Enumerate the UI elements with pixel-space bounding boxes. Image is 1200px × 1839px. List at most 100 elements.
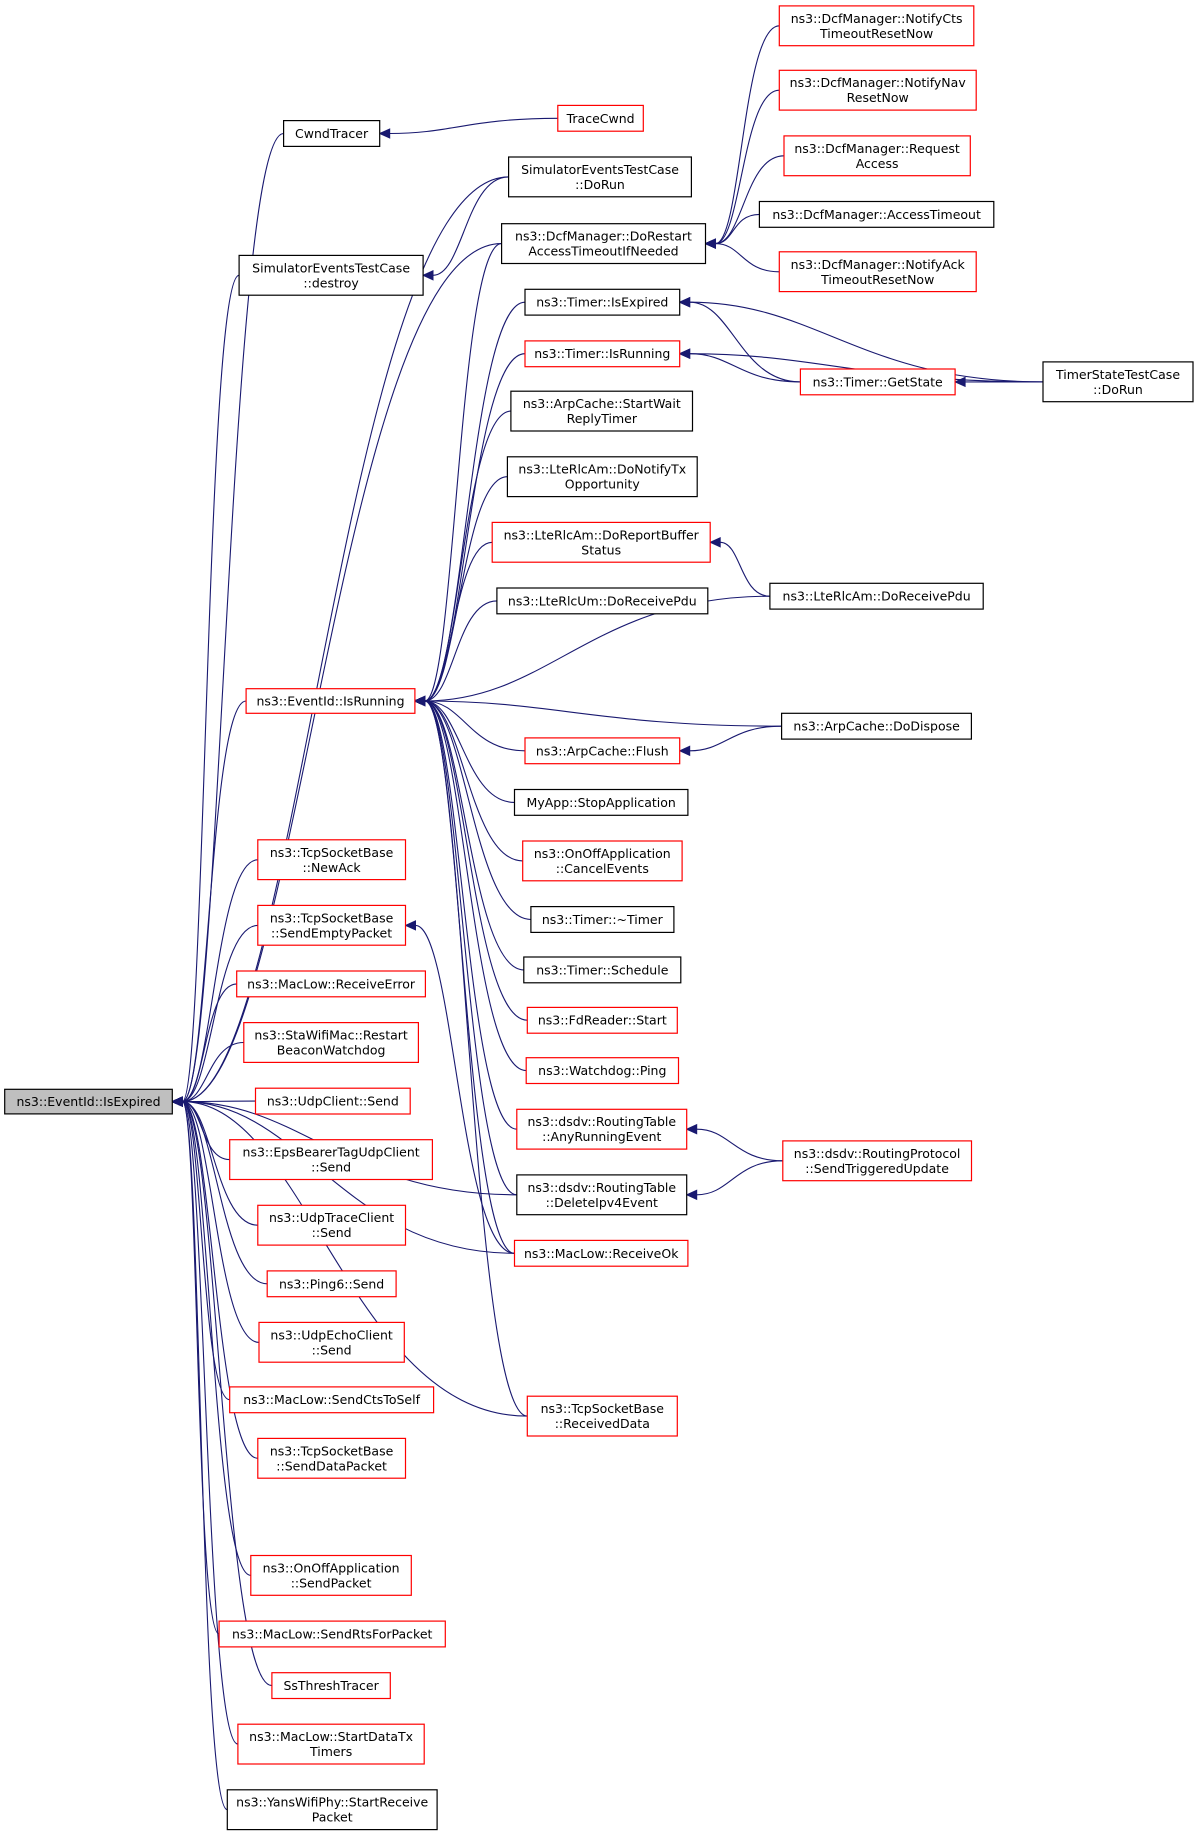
node-dcf-notifycts[interactable]: ns3::DcfManager::NotifyCtsTimeoutResetNo… — [778, 5, 975, 47]
node-simev-destroy[interactable]: SimulatorEventsTestCase::destroy — [238, 254, 424, 296]
node-dcf-notifyack[interactable]: ns3::DcfManager::NotifyAckTimeoutResetNo… — [778, 251, 977, 293]
node-onoff-sendpacket[interactable]: ns3::OnOffApplication::SendPacket — [250, 1554, 412, 1596]
edge-timer-getstate-to-timer-isrunning — [689, 353, 801, 383]
node-ssthresh[interactable]: SsThreshTracer — [271, 1672, 391, 1700]
node-label: TimerStateTestCase — [1055, 367, 1180, 382]
node-eps-send[interactable]: ns3::EpsBearerTagUdpClient::Send — [229, 1139, 433, 1181]
node-udpecho-send[interactable]: ns3::UdpEchoClient::Send — [258, 1321, 405, 1363]
node-arp-dodispose[interactable]: ns3::ArpCache::DoDispose — [780, 712, 972, 740]
node-label: ReplyTimer — [567, 411, 638, 426]
node-box — [769, 582, 984, 610]
node-box — [799, 368, 956, 396]
node-udpclient-send[interactable]: ns3::UdpClient::Send — [254, 1087, 411, 1115]
node-maclow-sendrts[interactable]: ns3::MacLow::SendRtsForPacket — [218, 1620, 446, 1648]
node-label: ns3::ArpCache::StartWait — [523, 396, 681, 411]
node-label: AccessTimeoutIfNeeded — [528, 244, 678, 259]
edge-maclow-receiveerror-to-ev-isexpired — [182, 983, 237, 1103]
node-label: MyApp::StopApplication — [527, 795, 676, 810]
node-label: BeaconWatchdog — [277, 1043, 386, 1058]
node-label: ns3::OnOffApplication — [534, 846, 671, 861]
node-udptrace-send[interactable]: ns3::UdpTraceClient::Send — [257, 1204, 407, 1246]
node-label: ns3::UdpTraceClient — [269, 1210, 394, 1225]
node-timer-isrunning[interactable]: ns3::Timer::IsRunning — [524, 340, 681, 368]
node-label: ::Send — [311, 1160, 351, 1175]
edge-lte-doreportbuffer-to-ev-isrunning — [424, 541, 493, 702]
node-arp-flush[interactable]: ns3::ArpCache::Flush — [524, 737, 681, 765]
node-dsdv-sendtriggered[interactable]: ns3::dsdv::RoutingProtocol::SendTriggere… — [782, 1140, 973, 1182]
node-label: ns3::YansWifiPhy::StartReceive — [236, 1795, 428, 1810]
node-tcp-receiveddata[interactable]: ns3::TcpSocketBase::ReceivedData — [526, 1395, 678, 1437]
node-label: ResetNow — [847, 90, 909, 105]
edge-arrowhead — [404, 920, 416, 931]
node-box — [524, 340, 681, 368]
node-label: ns3::EpsBearerTagUdpClient — [243, 1145, 420, 1160]
node-tcp-sendempty[interactable]: ns3::TcpSocketBase::SendEmptyPacket — [257, 904, 407, 946]
node-label: ns3::ArpCache::DoDispose — [793, 719, 960, 734]
edge-dcf-dorestart-to-ev-isrunning — [424, 243, 502, 702]
node-ev-isexpired[interactable]: ns3::EventId::IsExpired — [4, 1088, 173, 1115]
node-label: Status — [581, 542, 621, 557]
edge-timerstate-dorun-to-timer-isrunning — [689, 353, 1044, 383]
node-watchdog-ping[interactable]: ns3::Watchdog::Ping — [525, 1057, 680, 1085]
edge-dcf-notifycts-to-dcf-dorestart — [715, 25, 780, 245]
node-maclow-receiveok[interactable]: ns3::MacLow::ReceiveOk — [513, 1239, 689, 1267]
node-label: TimeoutResetNow — [819, 26, 933, 41]
node-box — [513, 1239, 689, 1267]
node-tcp-senddata[interactable]: ns3::TcpSocketBase::SendDataPacket — [257, 1437, 407, 1479]
node-box — [523, 956, 682, 984]
node-maclow-sendcts[interactable]: ns3::MacLow::SendCtsToSelf — [229, 1386, 435, 1414]
node-dsdv-deleteipv4[interactable]: ns3::dsdv::RoutingTable::DeleteIpv4Event — [516, 1174, 688, 1216]
node-label: ns3::Timer::IsRunning — [534, 346, 670, 361]
node-label: ns3::TcpSocketBase — [541, 1401, 665, 1416]
node-lteam-doreceivepdu[interactable]: ns3::LteRlcAm::DoReceivePdu — [769, 582, 984, 610]
edge-simev-dorun-to-ev-isexpired — [182, 176, 509, 1103]
node-label: ns3::Timer::Schedule — [536, 962, 668, 977]
node-tcp-newack[interactable]: ns3::TcpSocketBase::NewAck — [257, 839, 407, 881]
node-ping6-send[interactable]: ns3::Ping6::Send — [266, 1270, 397, 1298]
node-label: ns3::DcfManager::NotifyNav — [790, 75, 967, 90]
node-box — [510, 390, 694, 432]
node-lteum-doreceivepdu[interactable]: ns3::LteRlcUm::DoReceivePdu — [496, 587, 709, 615]
node-box — [257, 1204, 407, 1246]
edge-yans-startreceive-to-ev-isexpired — [181, 1101, 228, 1811]
node-box — [229, 1139, 433, 1181]
edge-arrowhead — [678, 296, 691, 308]
edge-tcp-senddata-to-ev-isexpired — [182, 1101, 258, 1459]
node-maclow-receiveerror[interactable]: ns3::MacLow::ReceiveError — [236, 970, 426, 998]
node-dsdv-anyrunning[interactable]: ns3::dsdv::RoutingTable::AnyRunningEvent — [516, 1108, 688, 1150]
edge-lteum-doreceivepdu-to-ev-isrunning — [424, 600, 497, 702]
node-label: ns3::Watchdog::Ping — [538, 1063, 666, 1078]
node-label: ::destroy — [303, 275, 359, 290]
node-timerstate-dorun[interactable]: TimerStateTestCase::DoRun — [1042, 361, 1194, 403]
edge-arp-dodispose-to-ev-isrunning — [424, 700, 782, 727]
node-box — [237, 1723, 425, 1765]
node-label: ns3::UdpClient::Send — [267, 1094, 399, 1109]
node-tracecwnd[interactable]: TraceCwnd — [557, 104, 644, 132]
node-dcf-accesstimeout[interactable]: ns3::DcfManager::AccessTimeout — [758, 200, 995, 228]
node-timer-isexpired[interactable]: ns3::Timer::IsExpired — [524, 288, 681, 316]
node-dcf-dorestart[interactable]: ns3::DcfManager::DoRestartAccessTimeoutI… — [501, 223, 707, 265]
node-label: ns3::UdpEchoClient — [270, 1327, 392, 1342]
node-box — [236, 970, 426, 998]
node-ev-isrunning[interactable]: ns3::EventId::IsRunning — [245, 688, 416, 714]
edge-maclow-receiveok-to-ev-isrunning — [424, 700, 515, 1254]
node-fdreader-start[interactable]: ns3::FdReader::Start — [526, 1006, 678, 1034]
node-label: ns3::MacLow::ReceiveError — [247, 976, 416, 991]
node-simev-dorun[interactable]: SimulatorEventsTestCase::DoRun — [508, 156, 693, 198]
node-label: ns3::DcfManager::NotifyCts — [791, 11, 963, 26]
node-cwndtracer[interactable]: CwndTracer — [283, 119, 381, 147]
node-label: ns3::DcfManager::AccessTimeout — [772, 207, 981, 222]
node-myapp-stop[interactable]: MyApp::StopApplication — [513, 788, 689, 816]
node-timer-getstate[interactable]: ns3::Timer::GetState — [799, 368, 956, 396]
node-timer-schedule[interactable]: ns3::Timer::Schedule — [523, 956, 682, 984]
node-timer-dtor[interactable]: ns3::Timer::~Timer — [530, 905, 675, 933]
node-onoff-cancel[interactable]: ns3::OnOffApplication::CancelEvents — [522, 840, 683, 882]
